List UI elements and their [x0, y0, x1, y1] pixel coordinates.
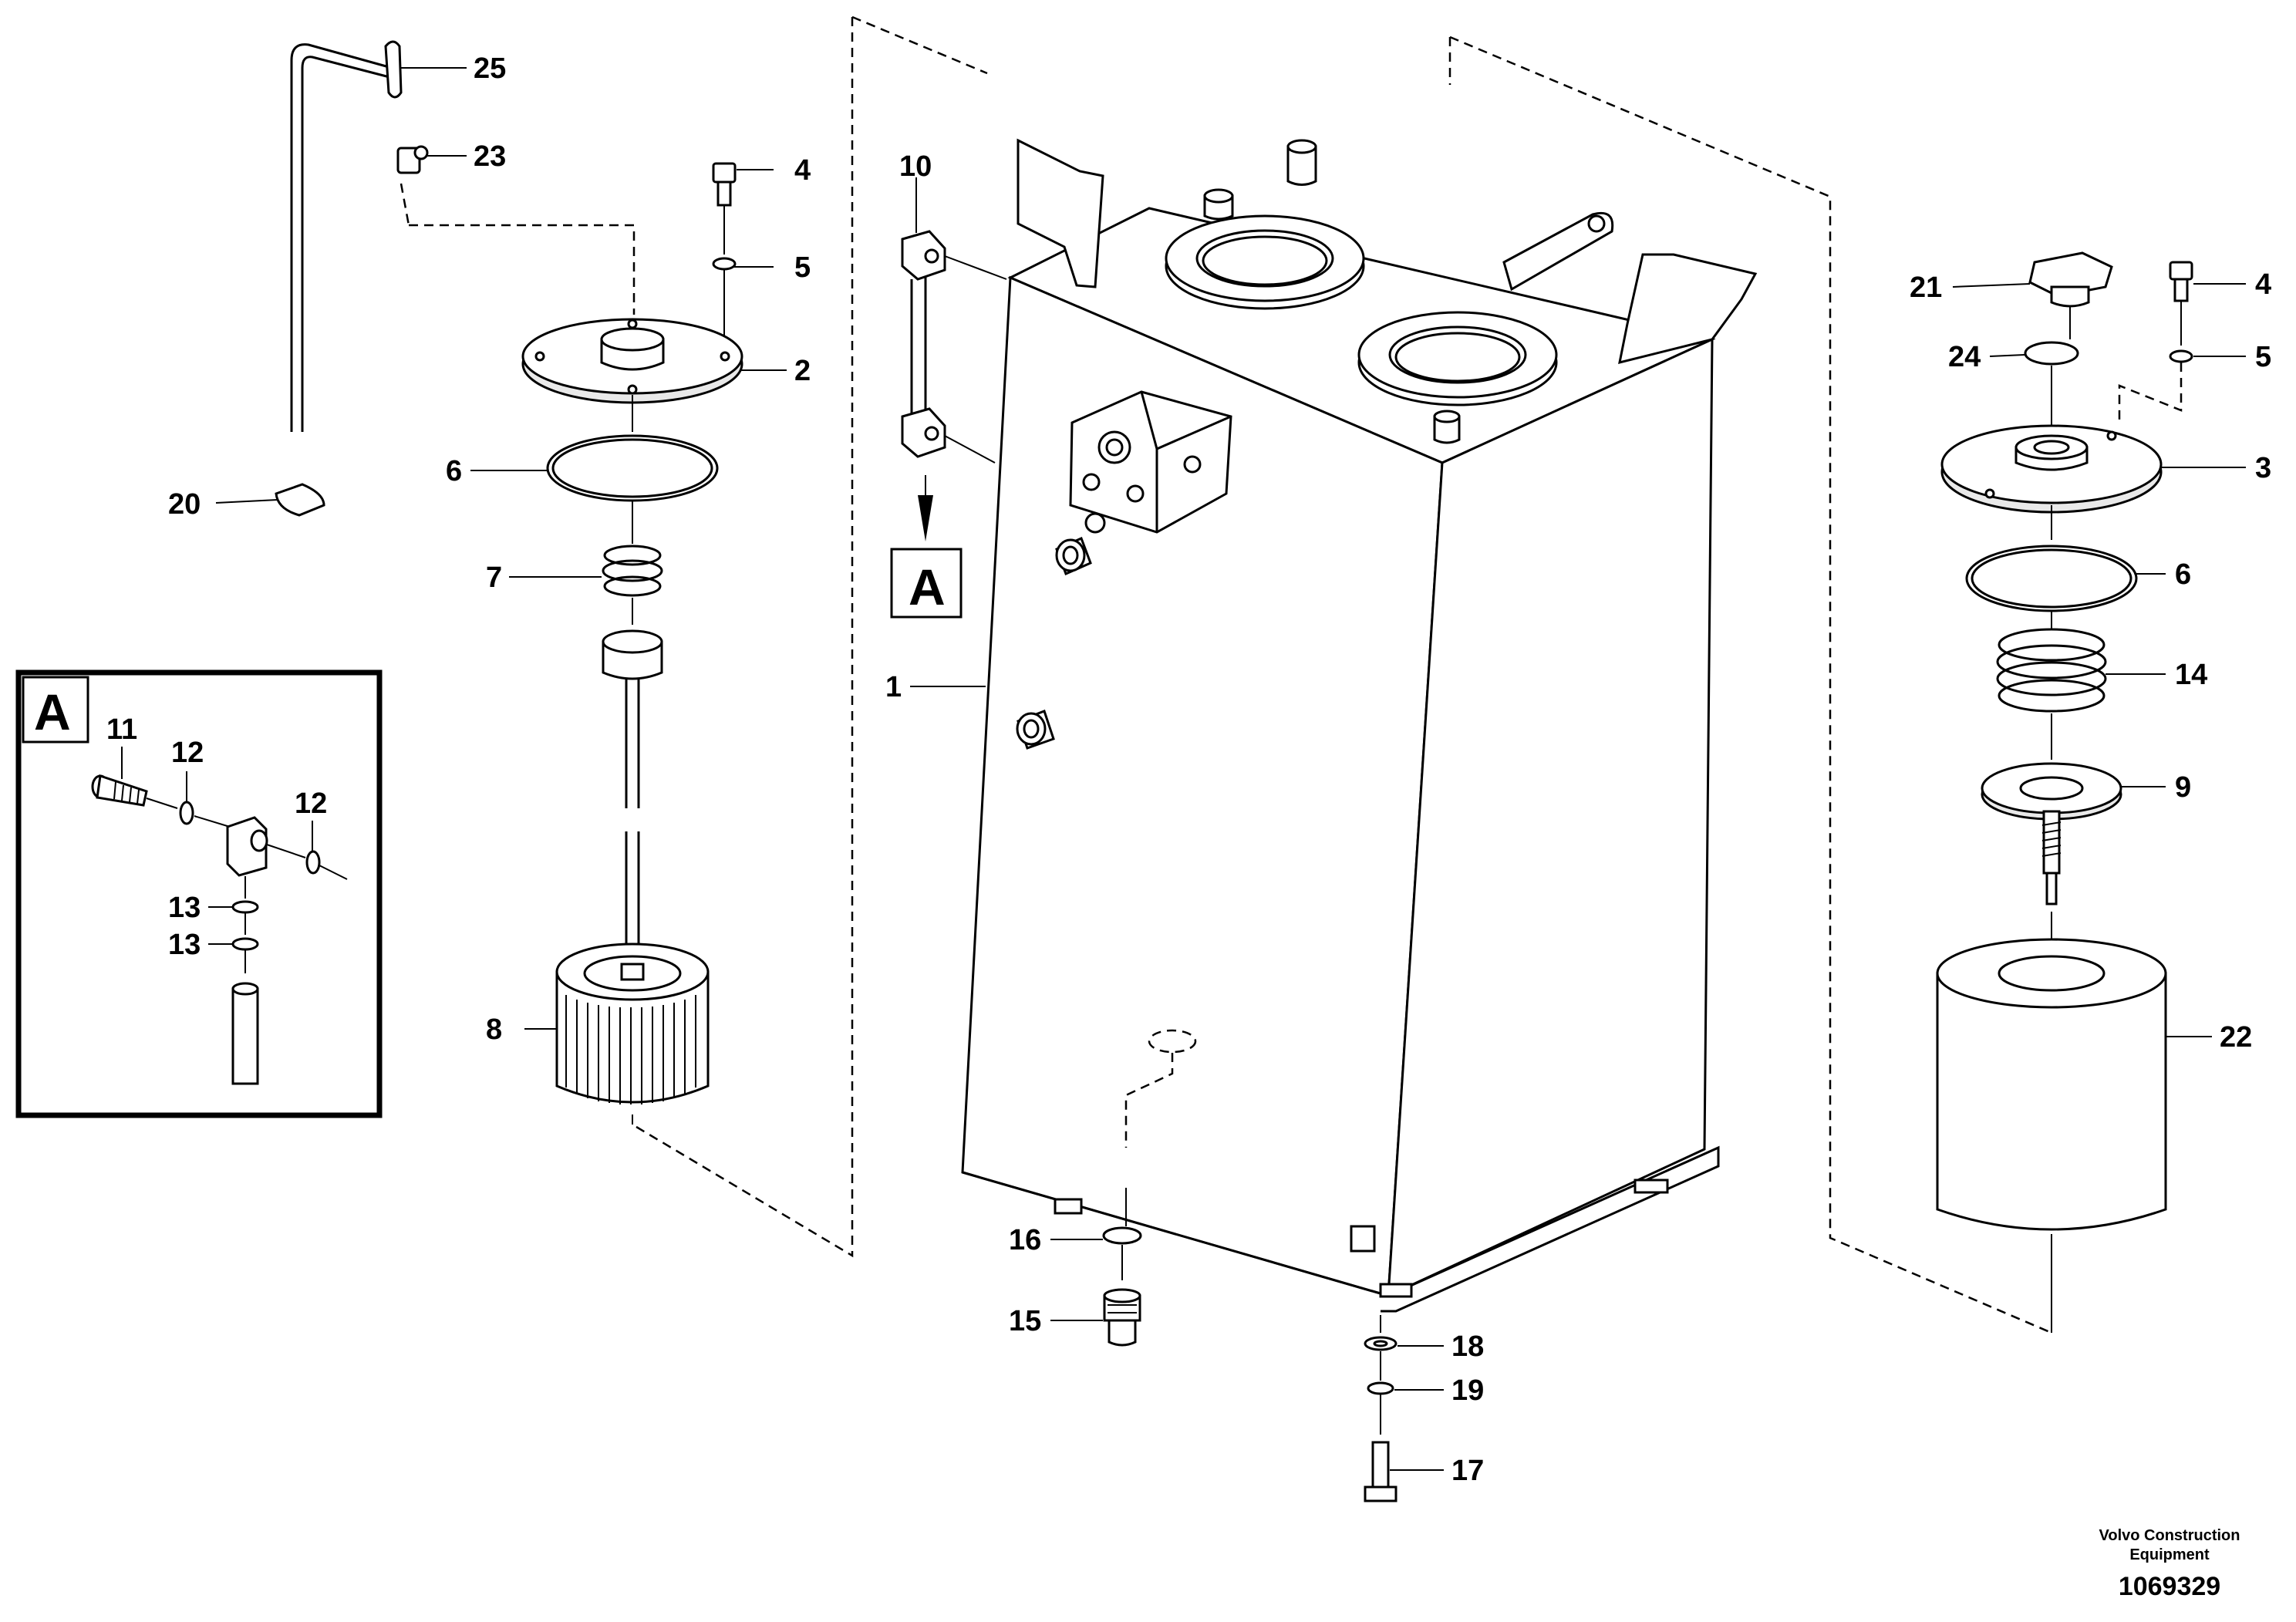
bolt-4-left [712, 162, 737, 184]
hose-clamp-25 [384, 40, 403, 99]
callout-24: 24 [1948, 341, 1981, 373]
bolt-4-right [2169, 261, 2193, 281]
tank-filter-opening-right [1357, 311, 1558, 406]
spring-14 [1996, 628, 2107, 713]
callout-22: 22 [2220, 1021, 2252, 1054]
detail-a-inset: A [15, 669, 383, 1118]
drain-plug-assembly [1102, 1188, 1142, 1347]
callout-19: 19 [1451, 1374, 1484, 1407]
callout-18: 18 [1451, 1330, 1484, 1363]
gauge-tube [231, 987, 259, 1085]
tank-lever [1502, 211, 1614, 292]
callout-25: 25 [474, 52, 506, 85]
callout-23: 23 [474, 140, 506, 173]
detail-a-marker [890, 548, 963, 619]
tank-bracket-right [1618, 253, 1758, 365]
tank-foot [1633, 1179, 1669, 1194]
drain-plug-15 [1103, 1288, 1141, 1347]
bolt-17 [1364, 1441, 1397, 1502]
drawing-footer: Volvo Construction Equipment 1069329 [2099, 1527, 2240, 1601]
spring-7 [602, 545, 663, 597]
tank-foot [1054, 1198, 1083, 1215]
company-name-line2: Equipment [2129, 1546, 2210, 1563]
washer-5-left [712, 257, 737, 271]
detail-a-marker-label: A [909, 558, 946, 615]
callout-13-a: 13 [168, 892, 201, 924]
tank-corner-block [1350, 1225, 1376, 1253]
callout-17: 17 [1451, 1455, 1484, 1487]
suction-pipe-assembly [275, 40, 429, 517]
callout-5-right: 5 [2255, 341, 2271, 373]
callout-1: 1 [885, 671, 902, 703]
callout-14: 14 [2175, 659, 2207, 691]
breather-cartridge-22 [1936, 938, 2167, 1231]
callout-8: 8 [486, 1013, 502, 1046]
callout-7: 7 [486, 561, 502, 594]
tank-port-block [1069, 390, 1232, 534]
callout-13-b: 13 [168, 929, 201, 961]
o-ring-6-left [546, 434, 719, 502]
o-ring-24 [2024, 341, 2079, 366]
filler-cap-21 [2028, 251, 2113, 308]
valve-9 [1981, 762, 2122, 905]
callout-3: 3 [2255, 452, 2271, 484]
o-ring-6-right [1965, 545, 2138, 612]
callout-12-b: 12 [295, 787, 327, 820]
tank-foot [1379, 1283, 1413, 1298]
callout-20: 20 [168, 488, 201, 521]
tank-port-fitting [1016, 710, 1055, 750]
tank-filter-opening-left [1165, 214, 1365, 310]
callout-15: 15 [1009, 1305, 1041, 1337]
drawing-number: 1069329 [2119, 1572, 2220, 1601]
return-filter-assembly [521, 162, 743, 1125]
company-name-line1: Volvo Construction [2099, 1527, 2240, 1544]
detail-a-inset-label: A [34, 683, 71, 740]
callout-11: 11 [106, 713, 137, 746]
washer-18 [1364, 1336, 1397, 1351]
bolt-11 [91, 774, 148, 807]
assembly-plane-lines [400, 15, 2052, 1334]
filter-element-8 [555, 943, 710, 1104]
callout-10: 10 [899, 150, 932, 183]
breather-filter-assembly [1936, 251, 2193, 1333]
callout-9: 9 [2175, 771, 2191, 804]
hydraulic-tank-1 [961, 138, 1758, 1313]
callout-5-left: 5 [794, 251, 811, 284]
cover-plate-3 [1940, 424, 2163, 514]
bracket-20 [275, 483, 325, 517]
washer-19 [1367, 1381, 1394, 1395]
leader-lines [121, 67, 2246, 1471]
tank-port-fitting [1055, 536, 1092, 576]
o-ring-16 [1102, 1226, 1142, 1245]
callout-4-right: 4 [2255, 268, 2271, 301]
callout-21: 21 [1910, 271, 1942, 304]
level-gauge-10 [901, 230, 1007, 541]
callout-6-right: 6 [2175, 558, 2191, 591]
detail-a-corner-box [22, 676, 89, 744]
detail-a-frame [15, 669, 383, 1118]
mounting-bolt-assembly [1364, 1315, 1397, 1502]
callout-2: 2 [794, 355, 811, 387]
callout-numbers: 25 23 4 5 2 6 7 20 8 10 1 16 15 18 19 17… [106, 52, 2271, 1487]
callout-12-a: 12 [171, 737, 204, 769]
washer-5-right [2169, 349, 2193, 363]
callout-6-left: 6 [446, 455, 462, 487]
tank-bracket-left [1017, 138, 1104, 288]
callout-4-left: 4 [794, 154, 811, 187]
callout-16: 16 [1009, 1224, 1041, 1256]
